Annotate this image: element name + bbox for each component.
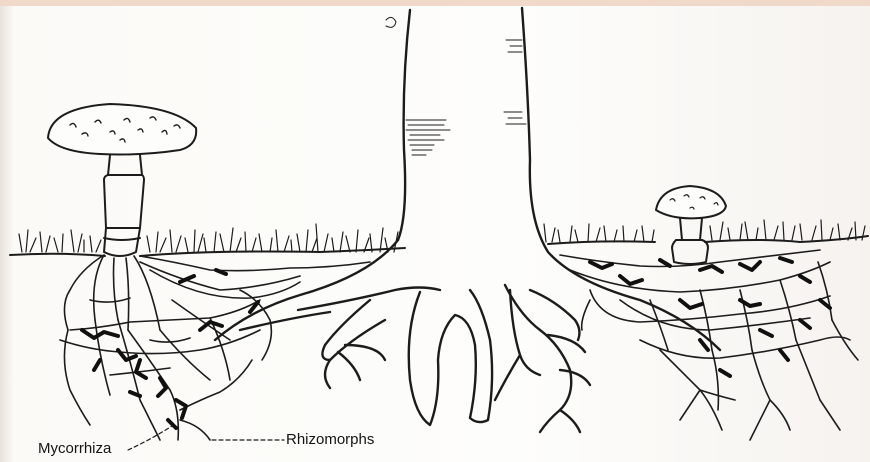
left-mushroom — [48, 104, 196, 256]
label-leaders — [128, 426, 284, 450]
right-mycelium — [560, 250, 858, 440]
tree-trunk — [215, 8, 720, 432]
left-mycorrhiza-clusters — [82, 270, 258, 428]
mycorrhiza-label: Mycorrhiza — [38, 440, 111, 457]
right-mushroom — [656, 186, 726, 264]
rhizomorphs-label: Rhizomorphs — [286, 431, 374, 448]
grass — [19, 220, 865, 252]
